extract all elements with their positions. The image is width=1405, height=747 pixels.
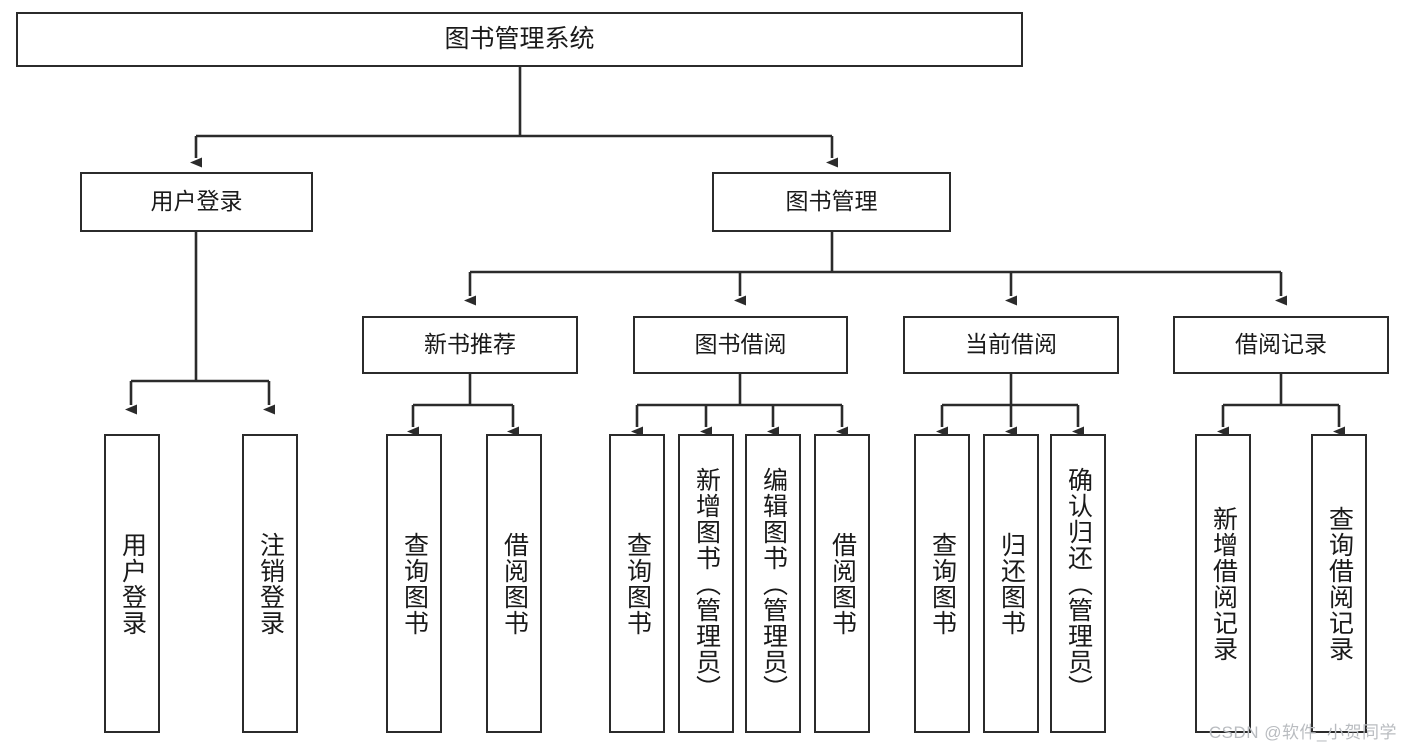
node-book-management-label: 图书管理 [785,188,878,215]
node-book-management[interactable]: 图书管理 [712,172,951,232]
node-new-book-recommend[interactable]: 新书推荐 [362,316,578,374]
node-leaf-query-book-recommend[interactable]: 查询图书 [386,434,442,733]
node-root-label: 图书管理系统 [444,24,595,53]
node-leaf-query-book-current[interactable]: 查询图书 [914,434,970,733]
node-leaf-user-login[interactable]: 用户登录 [104,434,160,733]
node-leaf-add-book-admin[interactable]: 新增图书（管理员） [678,434,734,733]
node-leaf-user-logout-label: 注销登录 [256,531,285,636]
node-leaf-return-book[interactable]: 归还图书 [983,434,1039,733]
node-user-login-label: 用户登录 [150,188,243,215]
node-user-login[interactable]: 用户登录 [80,172,313,232]
node-leaf-query-book-current-label: 查询图书 [928,531,957,636]
node-leaf-user-login-label: 用户登录 [118,531,147,636]
node-leaf-query-book-borrow[interactable]: 查询图书 [609,434,665,733]
node-borrow-record[interactable]: 借阅记录 [1173,316,1389,374]
node-leaf-confirm-return-admin-label: 确认归还（管理员） [1064,466,1093,701]
node-leaf-query-book-recommend-label: 查询图书 [400,531,429,636]
node-book-borrow[interactable]: 图书借阅 [633,316,848,374]
node-book-borrow-label: 图书借阅 [694,331,787,358]
node-current-borrow[interactable]: 当前借阅 [903,316,1119,374]
node-leaf-confirm-return-admin[interactable]: 确认归还（管理员） [1050,434,1106,733]
node-leaf-query-borrow-record[interactable]: 查询借阅记录 [1311,434,1367,733]
node-leaf-add-borrow-record-label: 新增借阅记录 [1209,505,1238,662]
node-leaf-borrow-book-recommend[interactable]: 借阅图书 [486,434,542,733]
node-leaf-query-book-borrow-label: 查询图书 [623,531,652,636]
node-borrow-record-label: 借阅记录 [1235,331,1327,358]
node-leaf-return-book-label: 归还图书 [997,531,1026,636]
node-root-book-management-system[interactable]: 图书管理系统 [16,12,1023,67]
node-leaf-add-book-admin-label: 新增图书（管理员） [692,466,721,701]
node-leaf-borrow-book-recommend-label: 借阅图书 [500,531,529,636]
node-new-book-recommend-label: 新书推荐 [424,331,516,358]
node-leaf-add-borrow-record[interactable]: 新增借阅记录 [1195,434,1251,733]
node-leaf-edit-book-admin-label: 编辑图书（管理员） [759,466,788,701]
node-leaf-query-borrow-record-label: 查询借阅记录 [1325,505,1354,662]
node-current-borrow-label: 当前借阅 [965,331,1057,358]
node-leaf-borrow-book-borrow-label: 借阅图书 [828,531,857,636]
node-leaf-borrow-book-borrow[interactable]: 借阅图书 [814,434,870,733]
node-leaf-user-logout[interactable]: 注销登录 [242,434,298,733]
node-leaf-edit-book-admin[interactable]: 编辑图书（管理员） [745,434,801,733]
